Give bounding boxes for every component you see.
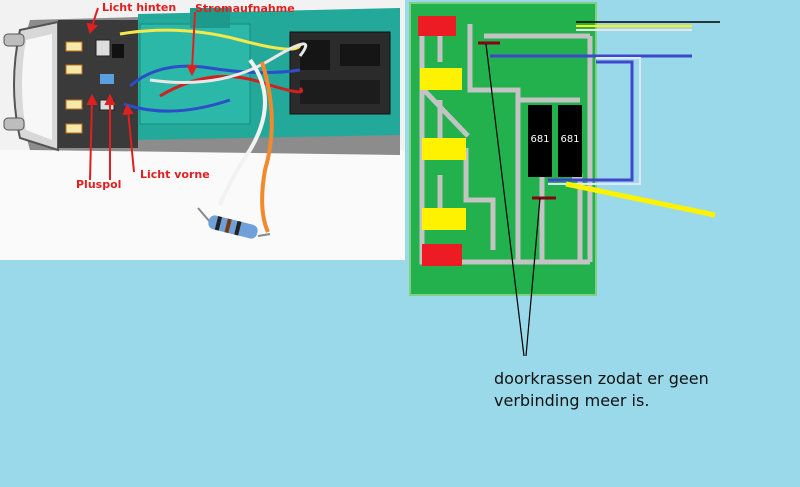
label-licht-hinten: Licht hinten <box>102 1 177 14</box>
pcb-traces <box>419 24 593 265</box>
decoder-photo <box>0 0 405 260</box>
resistor <box>197 207 271 239</box>
pad-yellow-3 <box>422 208 466 230</box>
label-pluspol: Pluspol <box>76 178 122 191</box>
pad-red-bottom <box>422 244 462 266</box>
pad-yellow-2 <box>422 138 466 160</box>
pad-red-top <box>418 16 456 36</box>
lamp-bottom <box>65 123 83 134</box>
lamp-upper <box>65 64 83 75</box>
lamp-top <box>65 41 83 52</box>
wire-blue-loop <box>548 60 634 182</box>
chip-681-right-label: 681 <box>560 134 579 145</box>
lamp-lower <box>65 99 83 110</box>
label-licht-vorne: Licht vorne <box>140 168 210 181</box>
chip-681-left-label: 681 <box>530 134 549 145</box>
wire-yellow-right <box>565 181 716 218</box>
pointer-line-top <box>485 43 525 357</box>
chip-681-left <box>528 105 552 177</box>
pad-yellow-1 <box>420 68 462 90</box>
label-stromaufnahme: Stromaufnahme <box>195 2 295 15</box>
pointer-line-bottom <box>525 197 541 357</box>
chip-681-right <box>558 105 582 177</box>
annotation-note: doorkrassen zodat er geen verbinding mee… <box>494 369 709 410</box>
wire-white-loop <box>548 57 641 185</box>
